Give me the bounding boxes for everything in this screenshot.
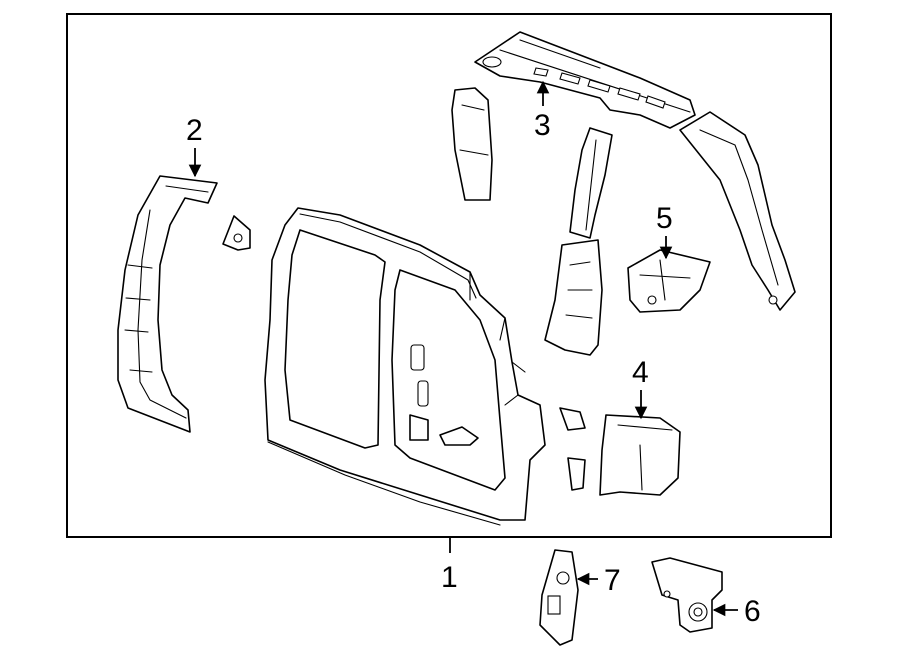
callout-1: 1 — [441, 561, 458, 594]
part-4-base-bracket[interactable] — [559, 407, 681, 496]
callout-6: 6 — [744, 595, 761, 628]
part-b-pillar-lower[interactable] — [544, 239, 603, 356]
part-1-uniside-panel[interactable] — [264, 207, 546, 526]
callout-3: 3 — [534, 109, 551, 142]
part-6-anchor-bracket[interactable] — [651, 557, 723, 633]
part-2-pillar-reinforcement[interactable] — [117, 175, 218, 433]
part-b-pillar-upper[interactable] — [569, 127, 613, 239]
callout-4: 4 — [632, 356, 649, 389]
part-7-plate[interactable] — [539, 549, 579, 646]
part-3-roof-rail-assembly[interactable] — [451, 31, 796, 311]
callout-5: 5 — [656, 202, 673, 235]
part-5-bracket[interactable] — [627, 249, 711, 313]
part-small-bracket-left[interactable] — [222, 215, 251, 251]
callout-7: 7 — [604, 564, 621, 597]
diagram-frame — [66, 13, 832, 538]
callout-2: 2 — [186, 114, 203, 147]
